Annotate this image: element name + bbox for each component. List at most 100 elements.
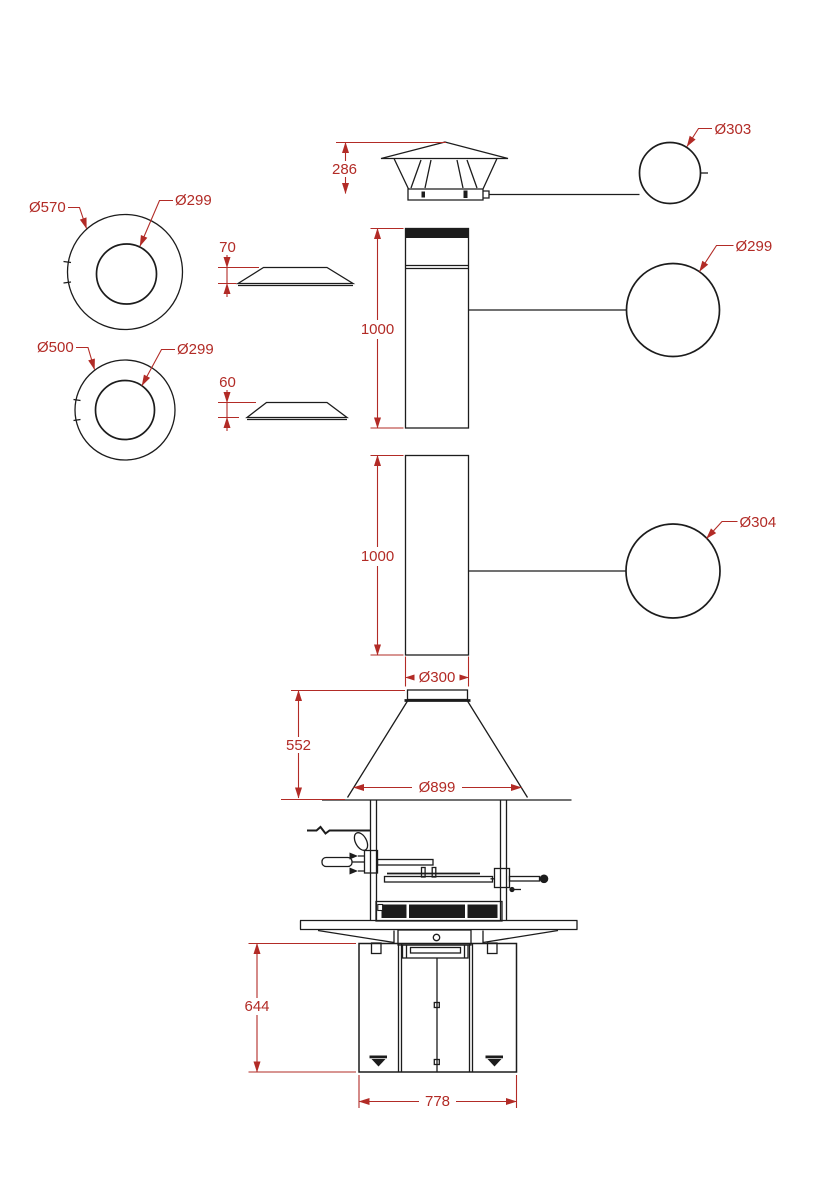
label-backing (412, 778, 462, 796)
label-backing (414, 668, 460, 686)
crank-ball (539, 874, 549, 884)
rain-cap-clamp-right (463, 190, 468, 198)
pipe-body (404, 454, 470, 656)
dimension-base-width: 778 (358, 1075, 518, 1110)
crank-handle (321, 856, 353, 868)
vent-triangle-left (371, 1059, 386, 1067)
wing-nut-right (509, 886, 515, 893)
leader-line (141, 348, 175, 386)
dimension-flue-diameter: Ø300 (404, 656, 470, 687)
label-backing (357, 547, 398, 566)
pipe-body (404, 227, 470, 429)
ring-outer (66, 213, 184, 331)
skewer-upper (376, 858, 434, 866)
extension-lines (404, 656, 470, 687)
dimension-ring-top-outer: Ø570 (29, 199, 88, 229)
support-posts (369, 800, 508, 921)
flue-pipe-upper (404, 227, 627, 429)
dim-label-cone-top-height: 70 (219, 239, 236, 256)
collar-ring-500-view (73, 359, 176, 461)
grill-grate (375, 900, 503, 922)
spit-prong-1 (420, 866, 426, 878)
extension-lines (248, 942, 356, 1073)
dim-label-pipe-upper-length: 1000 (361, 321, 394, 338)
dimension-pipe-upper-detail: Ø299 (699, 238, 773, 272)
label-backing (419, 1093, 456, 1109)
dim-label-pipe-upper-detail: Ø299 (736, 238, 773, 255)
dimension-ring-bottom-outer: Ø500 (37, 339, 96, 370)
ring-outer (74, 359, 176, 461)
rotisserie-assembly (307, 825, 549, 893)
dimension-ring-bottom-inner: Ø299 (141, 341, 214, 386)
rain-cap-outline (380, 141, 640, 201)
detail-circle (638, 141, 702, 205)
collar-ring-570-view (63, 213, 184, 331)
table-braces (317, 929, 559, 955)
hanging-loop (353, 832, 369, 851)
dimension-cone-top-height: 70 (218, 239, 259, 297)
wing-nut-stubs (358, 855, 365, 872)
wing-nuts-left (349, 852, 358, 875)
storm-collar-60-view (245, 401, 349, 421)
dim-label-base-height: 644 (244, 998, 269, 1015)
ring-ticks (73, 398, 81, 422)
leader-line (699, 244, 734, 272)
detail-circle-cap (638, 141, 708, 205)
label-backing (330, 161, 359, 177)
storm-collar-70-view (235, 266, 356, 287)
rain-cap-clamp-left (421, 191, 425, 198)
dimension-hood-diameter: Ø899 (353, 778, 522, 796)
pipe-top-band (406, 228, 468, 238)
base-cabinet (358, 942, 518, 1073)
leader-line (139, 199, 173, 247)
dimension-cap-height: 286 (330, 141, 446, 194)
grate-segment-1 (381, 904, 407, 918)
swivel-bar (307, 825, 371, 835)
dimension-pipe-upper-length: 1000 (357, 227, 404, 429)
dim-label-ring-bottom-inner: Ø299 (177, 341, 214, 358)
brace-outlines (317, 929, 559, 944)
dim-label-hood-height: 552 (286, 737, 311, 754)
table-top (299, 919, 578, 931)
flue-pipe-lower (404, 454, 626, 656)
right-bracket (493, 867, 511, 889)
grate-latch (377, 903, 384, 912)
rain-cap (380, 141, 640, 201)
dim-label-base-width: 778 (425, 1093, 450, 1110)
spit-prong-2 (431, 866, 437, 878)
dim-label-ring-top-inner: Ø299 (175, 192, 212, 209)
dim-label-ring-top-outer: Ø570 (29, 199, 66, 216)
door-handle-lower (433, 1058, 440, 1066)
detail-circle-299 (625, 262, 721, 358)
vent-triangle-right (487, 1059, 502, 1067)
leader-line (76, 346, 96, 370)
dimension-pipe-lower-length: 1000 (357, 454, 404, 656)
vent-bar-right (485, 1055, 503, 1059)
dim-label-cap-detail: Ø303 (715, 121, 752, 138)
pipe-joint (405, 264, 469, 270)
dim-label-ring-bottom-outer: Ø500 (37, 339, 74, 356)
drawer-housing (401, 944, 469, 959)
dimension-hood-height: 552 (281, 689, 405, 801)
extension-lines (218, 266, 259, 285)
pedestal-knob (432, 933, 441, 942)
ring-inner (95, 243, 158, 305)
dim-label-flue-diameter: Ø300 (419, 669, 456, 686)
dim-label-cap-height: 286 (332, 161, 357, 178)
label-backing (357, 320, 398, 339)
grate-segment-2 (409, 904, 465, 918)
hood-cone (322, 700, 572, 801)
dimension-cone-bottom-height: 60 (218, 374, 256, 431)
brace-tab-left (370, 942, 382, 955)
dimension-pipe-lower-detail: Ø304 (706, 514, 776, 539)
leader-line (686, 127, 712, 147)
door-handle-upper (433, 1001, 440, 1009)
smoke-hood (322, 689, 572, 801)
brace-tab-right (486, 942, 498, 955)
extension-lines (281, 689, 405, 801)
cabinet-outline (358, 942, 518, 1073)
dimension-base-height: 644 (241, 942, 356, 1073)
centre-pedestal (397, 929, 472, 959)
dimension-ring-top-inner: Ø299 (139, 192, 212, 247)
